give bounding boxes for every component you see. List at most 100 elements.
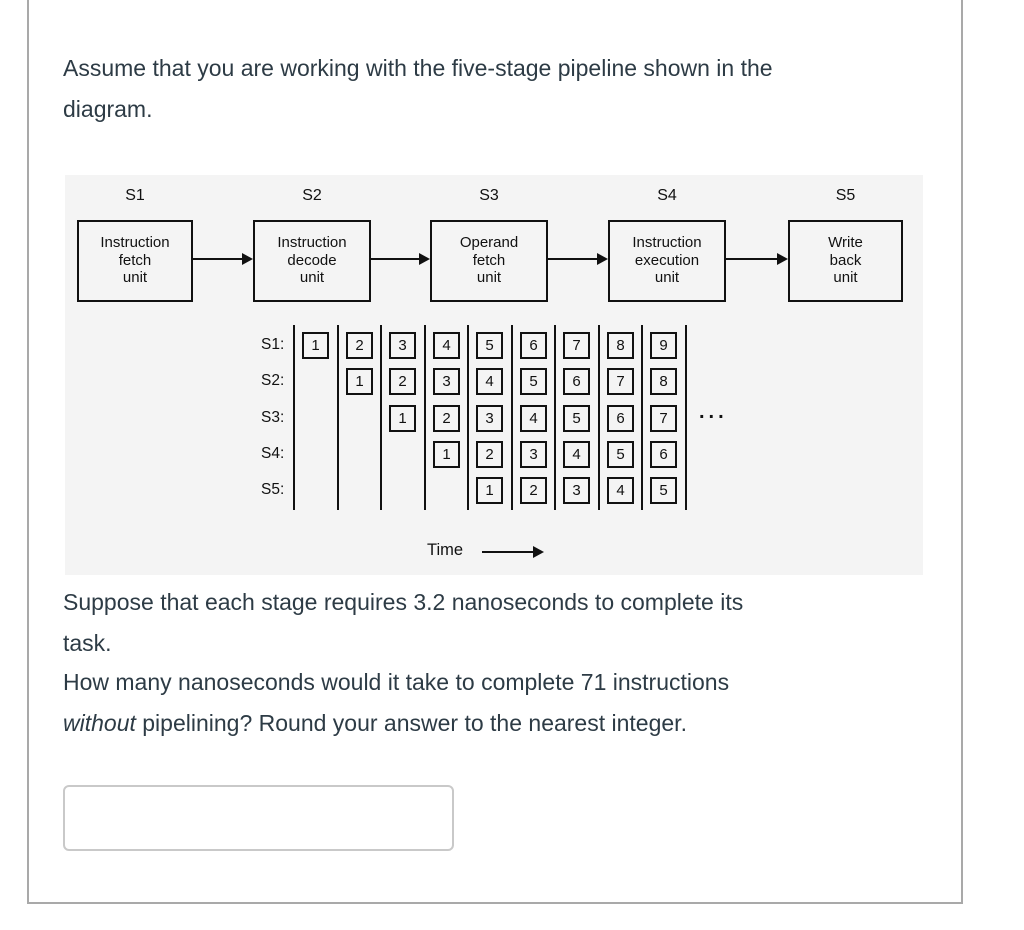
timing-cell: 1	[433, 441, 460, 468]
ask-italic-word: without	[63, 710, 136, 736]
question-ask: How many nanoseconds would it take to co…	[63, 662, 729, 744]
timing-cell: 1	[389, 405, 416, 432]
timing-slot-line	[337, 325, 339, 510]
timing-slot-line	[685, 325, 687, 510]
timing-cell: 3	[563, 477, 590, 504]
timing-cell: 3	[389, 332, 416, 359]
timing-ellipsis: ...	[699, 401, 728, 423]
arrow-s4-s5	[726, 258, 778, 260]
suppose-line-2: task.	[63, 630, 112, 656]
stage-box-text: unit	[833, 269, 858, 286]
stage-box-write-back: Write back unit	[788, 220, 903, 302]
timing-cell: 5	[607, 441, 634, 468]
timing-cell: 2	[520, 477, 547, 504]
intro-line-2: diagram.	[63, 96, 153, 122]
stage-box-text: decode	[287, 251, 337, 269]
timing-cell: 7	[607, 368, 634, 395]
timing-cell: 5	[476, 332, 503, 359]
timing-cell: 2	[346, 332, 373, 359]
stage-box-text: unit	[654, 269, 680, 286]
timing-cell: 4	[520, 405, 547, 432]
timing-cell: 1	[302, 332, 329, 359]
arrow-head-icon	[242, 253, 253, 265]
stage-box-text: unit	[122, 269, 148, 286]
ask-line-1: How many nanoseconds would it take to co…	[63, 669, 730, 695]
timing-cell: 6	[650, 441, 677, 468]
stage-box-text: fetch	[472, 251, 506, 269]
ask-line-2-rest: pipelining? Round your answer to the nea…	[135, 710, 687, 736]
timing-cell: 4	[607, 477, 634, 504]
timing-cell: 2	[476, 441, 503, 468]
question-intro: Assume that you are working with the fiv…	[63, 48, 773, 130]
arrow-s3-s4	[548, 258, 598, 260]
timing-slot-line	[554, 325, 556, 510]
timing-cell: 2	[433, 405, 460, 432]
timing-cell: 4	[563, 441, 590, 468]
question-suppose: Suppose that each stage requires 3.2 nan…	[63, 582, 743, 664]
stage-box-text: unit	[476, 269, 502, 286]
stage-label-s2: S2	[302, 187, 322, 204]
timing-cell: 9	[650, 332, 677, 359]
stage-box-text: Instruction	[632, 234, 702, 251]
timing-cell: 3	[476, 405, 503, 432]
timing-slot-line	[511, 325, 513, 510]
timing-cell: 5	[650, 477, 677, 504]
stage-box-text: Instruction	[277, 234, 347, 251]
timing-cell: 6	[607, 405, 634, 432]
stage-box-instruction-execution: Instruction execution unit	[608, 220, 726, 302]
timing-row-label-s4: S4:	[261, 445, 285, 462]
stage-label-s4: S4	[657, 187, 677, 204]
suppose-line-1: Suppose that each stage requires 3.2 nan…	[63, 589, 744, 615]
timing-cell: 4	[433, 332, 460, 359]
stage-label-s3: S3	[479, 187, 499, 204]
intro-line-1: Assume that you are working with the fiv…	[63, 55, 773, 81]
arrow-s2-s3	[371, 258, 420, 260]
timing-cell: 1	[346, 368, 373, 395]
timing-cell: 8	[607, 332, 634, 359]
timing-row-label-s3: S3:	[261, 409, 285, 426]
arrow-head-icon	[419, 253, 430, 265]
stage-label-s5: S5	[835, 187, 856, 204]
stage-box-instruction-fetch: Instruction fetch unit	[77, 220, 193, 302]
arrow-s1-s2	[193, 258, 243, 260]
timing-cell: 1	[476, 477, 503, 504]
stage-box-instruction-decode: Instruction decode unit	[253, 220, 371, 302]
timing-slot-line	[467, 325, 469, 510]
timing-slot-line	[598, 325, 600, 510]
timing-cell: 3	[433, 368, 460, 395]
stage-label-s1: S1	[125, 187, 145, 204]
timing-cell: 7	[563, 332, 590, 359]
stage-box-text: fetch	[118, 251, 152, 269]
stage-box-text: unit	[299, 269, 325, 286]
timing-row-label-s2: S2:	[261, 372, 285, 389]
stage-box-text: Operand	[459, 234, 519, 251]
timing-row-label-s5: S5:	[261, 481, 285, 498]
answer-input[interactable]	[63, 785, 454, 851]
stage-box-text: Instruction	[100, 234, 170, 251]
pipeline-figure: S1 S2 S3 S4 S5 Instruction fetch unit In…	[65, 175, 923, 575]
timing-cell: 5	[520, 368, 547, 395]
timing-cell: 3	[520, 441, 547, 468]
timing-row-label-s1: S1:	[261, 336, 285, 353]
timing-cell: 5	[563, 405, 590, 432]
arrow-head-icon	[533, 546, 544, 558]
timing-cell: 2	[389, 368, 416, 395]
time-axis-label: Time	[427, 541, 464, 559]
arrow-head-icon	[777, 253, 788, 265]
question-panel: Assume that you are working with the fiv…	[27, 0, 963, 904]
timing-slot-line	[641, 325, 643, 510]
stage-box-operand-fetch: Operand fetch unit	[430, 220, 548, 302]
time-arrow	[482, 551, 534, 553]
timing-slot-line	[424, 325, 426, 510]
stage-box-text: Write	[828, 234, 863, 251]
ask-line-2: without pipelining? Round your answer to…	[63, 703, 729, 744]
timing-cell: 6	[520, 332, 547, 359]
timing-slot-line	[293, 325, 295, 510]
timing-cell: 7	[650, 405, 677, 432]
arrow-head-icon	[597, 253, 608, 265]
timing-cell: 6	[563, 368, 590, 395]
timing-cell: 8	[650, 368, 677, 395]
stage-box-text: execution	[634, 251, 700, 269]
timing-slot-line	[380, 325, 382, 510]
